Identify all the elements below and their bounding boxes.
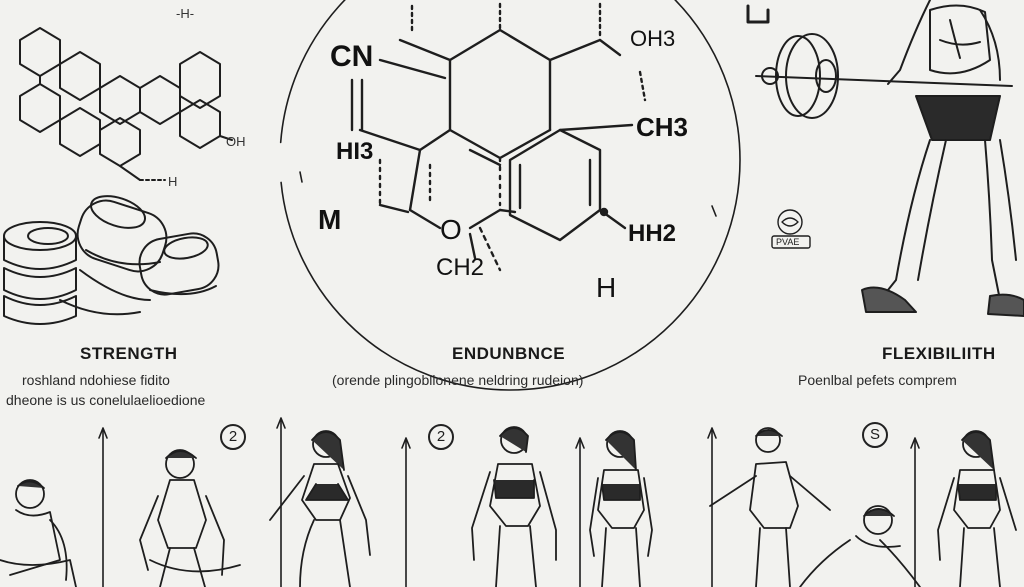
strength-heading: STRENGTH <box>80 344 178 363</box>
step-badge-1: 2 <box>220 424 246 450</box>
flexibility-heading: FLEXIBILIITH <box>882 344 996 363</box>
molecule-label-o: O <box>440 214 462 245</box>
strength-subtitle-line1: roshland ndohiese fidito <box>22 372 170 388</box>
progress-arrows <box>98 417 920 587</box>
molecule-label-ch2: CH2 <box>436 254 485 281</box>
left-molecule-structure <box>19 27 233 181</box>
central-molecule-structure <box>350 2 647 272</box>
molecule-label-hh2: HH2 <box>628 220 677 247</box>
circular-logo-mark <box>771 209 811 249</box>
central-circle <box>279 0 741 391</box>
weightlifter-figure <box>755 0 1024 317</box>
left-molecule-top-label: -H- <box>176 6 195 21</box>
logo-text: PVAE <box>776 237 800 247</box>
endurance-subtitle: (orende plingoblionene neldring rudeion) <box>332 372 584 388</box>
corner-bracket <box>746 4 770 24</box>
left-molecule-h-label: H <box>168 174 178 189</box>
molecule-label-hi3: HI3 <box>336 138 374 165</box>
molecule-label-m: M <box>318 204 342 235</box>
endurance-heading: ENDUNBNCE <box>452 344 566 363</box>
step-badge-3: S <box>862 422 888 448</box>
exercise-figures <box>0 426 1017 587</box>
step-badge-2: 2 <box>428 424 454 450</box>
molecule-label-ch3: CH3 <box>636 112 689 142</box>
left-molecule-oh-label: OH <box>226 134 246 149</box>
supplement-pills <box>3 195 220 325</box>
molecule-label-oh3: OH3 <box>630 26 676 51</box>
strength-subtitle-line2: dheone is us conelulaelioedione <box>6 392 206 408</box>
molecule-label-h: H <box>596 272 617 303</box>
molecule-label-cn: CN <box>330 40 374 73</box>
flexibility-subtitle: Poenlbal pefets comprem <box>798 372 957 388</box>
